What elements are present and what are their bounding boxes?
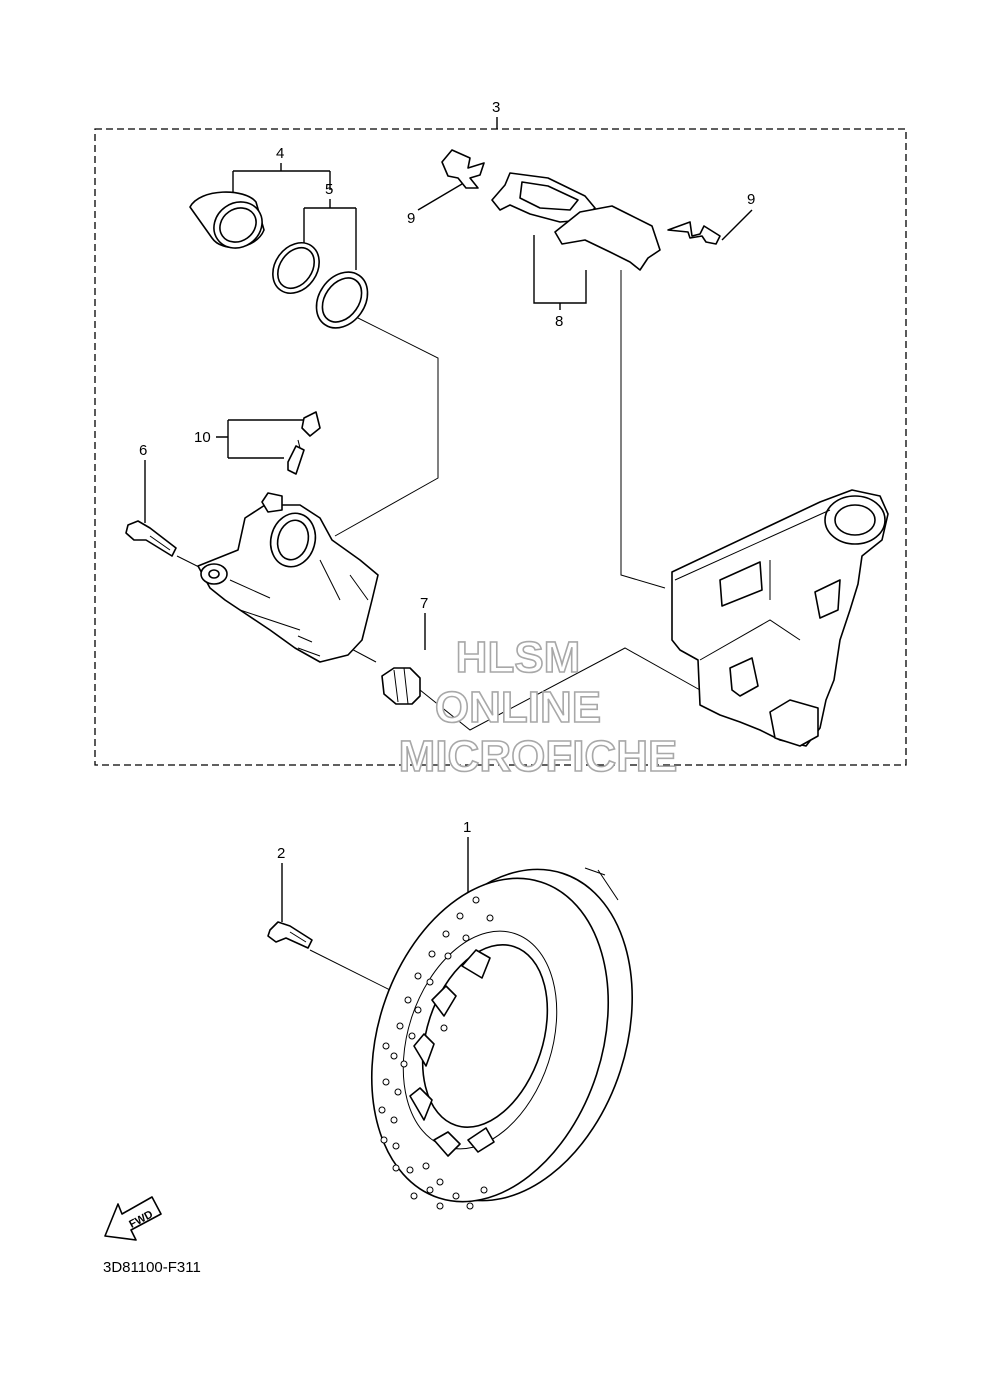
callout-6: 6 — [139, 442, 147, 459]
watermark-line-2: ONLINE — [435, 683, 601, 732]
forward-direction-arrow: FWD — [104, 1196, 162, 1241]
caliper-bracket — [671, 489, 889, 747]
figure-code: 3D81100-F311 — [103, 1259, 201, 1276]
callout-7: 7 — [420, 595, 428, 612]
caliper-pin-boot — [381, 667, 421, 705]
callout-4: 4 — [276, 145, 284, 162]
watermark-line-1: HLSM — [456, 633, 581, 682]
watermark: HLSM ONLINE MICROFICHE — [398, 632, 678, 782]
callout-2: 2 — [277, 845, 285, 862]
piston — [189, 191, 265, 249]
callout-1: 1 — [463, 819, 471, 836]
callout-3: 3 — [492, 99, 500, 116]
callout-8: 8 — [555, 313, 563, 330]
pad-spring-right — [667, 221, 721, 245]
callout-10: 10 — [194, 429, 211, 446]
pad-spring-left — [441, 149, 485, 189]
callout-9-left: 9 — [407, 210, 415, 227]
piston-seals — [272, 242, 369, 329]
caliper-assembly-boundary — [94, 128, 907, 766]
watermark-line-3: MICROFICHE — [399, 732, 678, 781]
disc-bolt — [267, 921, 313, 949]
callout-5: 5 — [325, 181, 333, 198]
brake-disc — [370, 867, 633, 1210]
caliper-bolt — [125, 520, 177, 557]
disc-holes — [378, 896, 494, 1210]
bleed-screw-and-cap — [287, 411, 321, 475]
callout-9-right: 9 — [747, 191, 755, 208]
brake-pads — [491, 172, 661, 271]
brake-caliper-body — [197, 492, 379, 663]
